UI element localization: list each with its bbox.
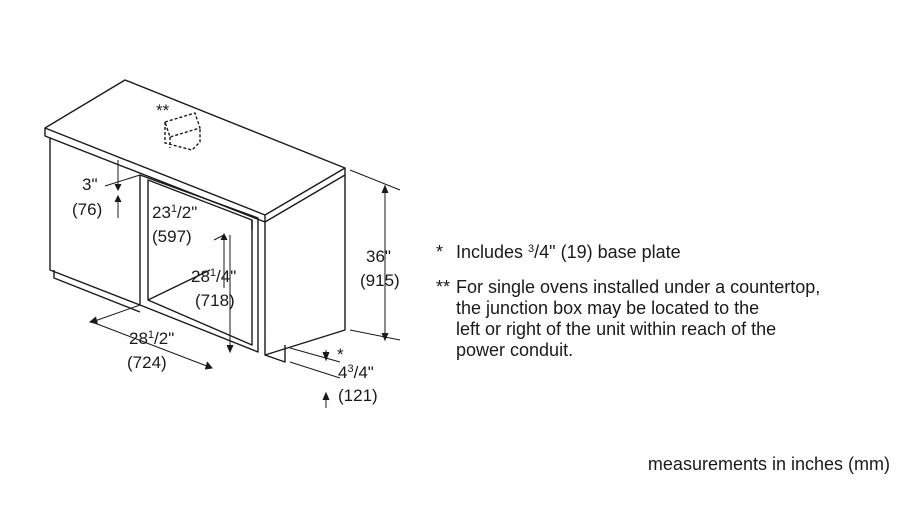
cabinet-height-value: 36" — [366, 247, 391, 266]
opening-depth-mm: (718) — [195, 291, 235, 310]
top-gap-line — [104, 160, 141, 218]
base-plinth — [53, 270, 141, 313]
cabinet-height-line — [349, 169, 401, 341]
countertop-side — [264, 168, 346, 223]
opening-outer — [139, 174, 259, 353]
note-base-plate: * Includes 3/4" (19) base plate — [436, 242, 820, 263]
base-right — [264, 345, 286, 363]
notes: * Includes 3/4" (19) base plate ** For s… — [436, 242, 820, 361]
units-caption: measurements in inches (mm) — [647, 454, 890, 474]
top-gap-mm: (76) — [72, 200, 102, 219]
installation-diagram: ** 3" (76) 231/2" (597) 281/4" (718) 281… — [44, 79, 401, 408]
note1-marker: * — [436, 242, 444, 262]
cabinet-width-mm: (724) — [127, 353, 167, 372]
countertop-front — [44, 128, 266, 223]
note1-text: Includes 3/4" (19) base plate — [456, 242, 681, 262]
base-height-marker: * — [337, 345, 344, 364]
opening-back — [147, 220, 253, 301]
note2-line: left or right of the unit within reach o… — [456, 319, 777, 339]
note2-marker: ** — [436, 277, 451, 297]
cabinet-right — [264, 175, 346, 356]
note2-line: the junction box may be located to the — [456, 298, 760, 318]
cabinet-width-line — [91, 304, 213, 369]
note2-text: For single ovens installed under a count… — [456, 277, 820, 361]
opening-depth-value: 281/4" — [191, 267, 236, 286]
cabinet-width-value: 281/2" — [129, 329, 174, 348]
note2-line: For single ovens installed under a count… — [456, 277, 821, 297]
junction-box — [164, 112, 201, 151]
junction-marker: ** — [156, 101, 170, 120]
note-junction-box: ** For single ovens installed under a co… — [436, 277, 820, 361]
opening-height-line — [213, 234, 225, 288]
opening-height-value: 231/2" — [152, 203, 197, 222]
base-height-line — [289, 347, 341, 408]
cabinet-height-mm: (915) — [360, 271, 400, 290]
top-gap-value: 3" — [82, 175, 98, 194]
opening-height-mm: (597) — [152, 227, 192, 246]
note2-line: power conduit. — [456, 340, 574, 360]
opening-inner — [147, 179, 253, 346]
base-height-mm: (121) — [338, 386, 378, 405]
base-height-value: 43/4" — [338, 363, 374, 382]
cabinet-left — [49, 138, 141, 306]
